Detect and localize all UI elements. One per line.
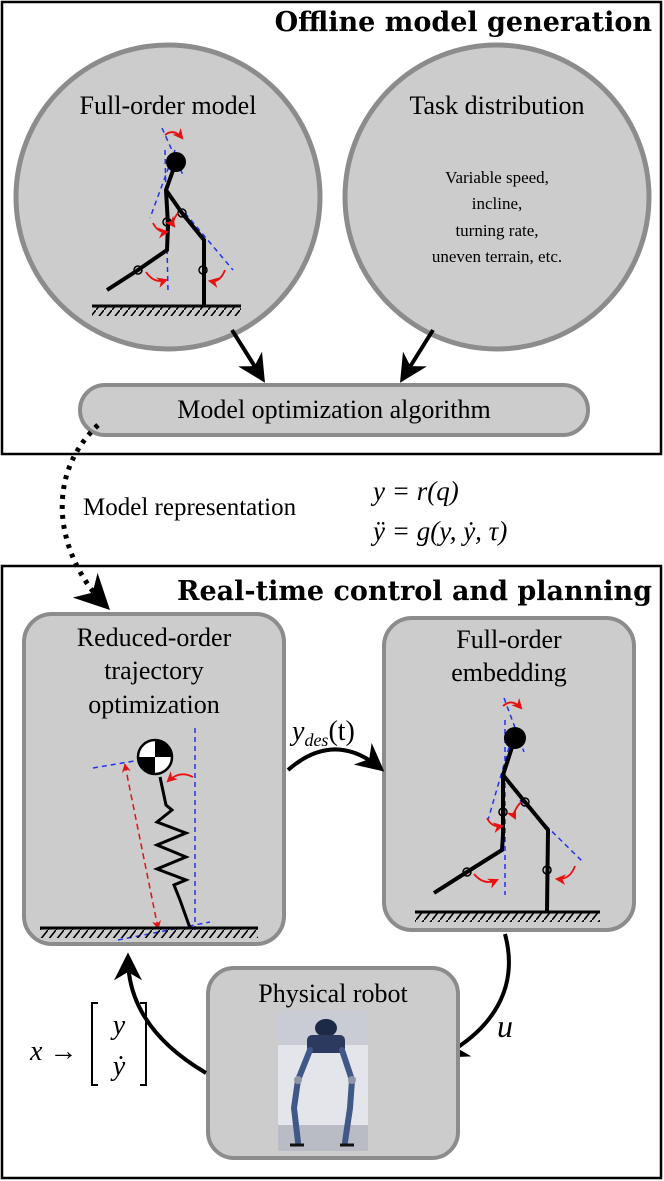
offline-section-frame bbox=[0, 0, 663, 456]
arrow-ydes bbox=[286, 742, 385, 772]
embed-label-line3: embedding bbox=[451, 658, 567, 687]
realtime-section-frame bbox=[0, 564, 663, 1180]
rom-label-line1: Reduced-order bbox=[77, 623, 232, 652]
full-order-embedding-node: Full-order embedding bbox=[382, 616, 636, 932]
rom-label-line2: trajectory bbox=[104, 656, 204, 685]
task-item-terrain: uneven terrain, etc. bbox=[432, 247, 562, 266]
model-optimization-label: Model optimization algorithm bbox=[177, 395, 490, 424]
spring-mass-icon bbox=[40, 728, 258, 941]
vector-y-bottom: ẏ bbox=[110, 1051, 126, 1082]
offline-section-title: Offline model generation bbox=[275, 7, 653, 38]
arrow-robot-to-rom bbox=[114, 952, 208, 1075]
realtime-section-title: Real-time control and planning bbox=[177, 576, 652, 607]
task-distribution-label: Task distribution bbox=[409, 91, 584, 120]
embedding-stick-figure-icon bbox=[415, 697, 600, 922]
vector-y-top: y bbox=[110, 1010, 126, 1041]
representation-eq2: ÿ = g(y, ẏ, τ) bbox=[370, 516, 507, 546]
x-arrow-label: x → bbox=[29, 1036, 77, 1067]
ydes-label: ydes(t) bbox=[289, 716, 355, 750]
dotted-arrow-representation bbox=[59, 423, 110, 610]
rom-label-line3: optimization bbox=[88, 690, 219, 719]
physical-robot-node: Physical robot bbox=[206, 966, 460, 1160]
u-label: u bbox=[497, 1008, 513, 1044]
model-representation-label: Model representation bbox=[83, 494, 297, 521]
full-order-model-label: Full-order model bbox=[80, 91, 257, 120]
task-item-turning: turning rate, bbox=[455, 221, 538, 240]
physical-robot-label: Physical robot bbox=[258, 979, 408, 1008]
arrow-model-to-optimization bbox=[230, 328, 265, 383]
model-optimization-node: Model optimization algorithm bbox=[78, 383, 590, 437]
task-item-speed: Variable speed, bbox=[445, 168, 549, 187]
robot-photo-icon bbox=[278, 1010, 368, 1151]
full-order-stick-figure-icon bbox=[92, 127, 241, 316]
embed-label-line1: Full-order bbox=[456, 625, 562, 654]
arrow-tasks-to-optimization bbox=[400, 328, 435, 383]
task-distribution-node: Task distribution Variable speed, inclin… bbox=[342, 42, 652, 352]
representation-eq1: y = r(q) bbox=[370, 476, 459, 506]
state-mapping-label: x → y ẏ bbox=[29, 1002, 147, 1086]
task-item-incline: incline, bbox=[472, 194, 523, 213]
full-order-model-node: Full-order model bbox=[13, 42, 323, 352]
reduced-order-node: Reduced-order trajectory optimization bbox=[22, 612, 286, 946]
